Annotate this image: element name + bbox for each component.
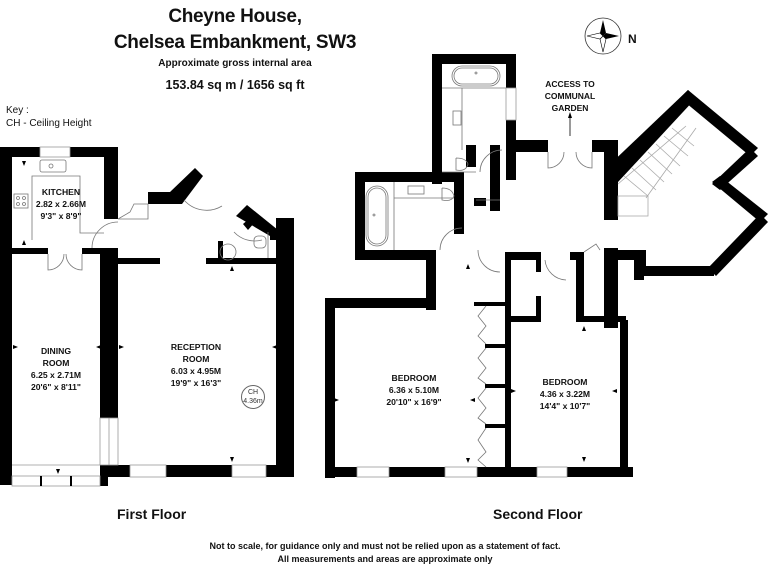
- key-item-ceiling-height: CH - Ceiling Height: [6, 118, 92, 129]
- second-floor-windows: [356, 87, 568, 478]
- room-label-reception-room: RECEPTION ROOM 6.03 x 4.95M 19'9" x 16'3…: [171, 341, 221, 389]
- ceiling-height-value: 4.36m: [243, 398, 263, 405]
- area-subtitle: Approximate gross internal area: [158, 58, 312, 69]
- disclaimer-line2: All measurements and areas are approxima…: [277, 554, 493, 564]
- key-heading: Key :: [6, 105, 29, 116]
- first-floor-walls: [0, 147, 294, 486]
- disclaimer: Not to scale, for guidance only and must…: [150, 540, 620, 566]
- room-label-dining-room: DINING ROOM 6.25 x 2.71M 20'6" x 8'11": [31, 345, 81, 393]
- room-size-imperial: 19'9" x 16'3": [170, 378, 222, 388]
- room-size-metric: 4.36 x 3.22M: [539, 389, 591, 399]
- second-floor-fixtures: [365, 65, 697, 468]
- room-size-metric: 6.25 x 2.71M: [30, 370, 82, 380]
- room-name: DINING: [40, 346, 72, 356]
- first-floor-fixtures: [13, 159, 269, 271]
- first-floor-windows: [11, 146, 267, 487]
- room-size-imperial: 20'6" x 8'11": [30, 382, 81, 392]
- ceiling-height-label: CH: [247, 389, 259, 396]
- room-size-metric: 6.03 x 4.95M: [170, 366, 222, 376]
- room-name-line2: ROOM: [42, 358, 70, 368]
- property-title-line1: Cheyne House,: [168, 6, 302, 27]
- dimension-arrows: [13, 112, 617, 474]
- north-label: N: [628, 32, 637, 46]
- room-size-imperial: 14'4" x 10'7": [539, 401, 591, 411]
- access-note-line1: ACCESS TO: [545, 79, 595, 89]
- room-name: BEDROOM: [542, 377, 588, 387]
- room-size-imperial: 20'10" x 16'9": [386, 397, 442, 407]
- room-name: KITCHEN: [41, 187, 81, 197]
- access-note-line2: COMMUNAL: [544, 91, 596, 101]
- room-size-metric: 2.82 x 2.66M: [35, 199, 87, 209]
- room-name: RECEPTION: [170, 342, 222, 352]
- second-floor-walls: [325, 54, 768, 478]
- room-name-line2: ROOM: [182, 354, 210, 364]
- compass-rose-icon: [584, 17, 622, 55]
- gross-area: 153.84 sq m / 1656 sq ft: [165, 78, 305, 92]
- room-label-bedroom-2: BEDROOM 4.36 x 3.22M 14'4" x 10'7": [540, 376, 590, 412]
- ceiling-height-badge: CH 4.36m: [241, 385, 265, 409]
- room-label-kitchen: KITCHEN 2.82 x 2.66M 9'3" x 8'9": [36, 186, 86, 222]
- property-title-line2: Chelsea Embankment, SW3: [113, 32, 357, 53]
- second-floor-label: Second Floor: [493, 506, 583, 522]
- room-name: BEDROOM: [391, 373, 437, 383]
- access-communal-garden-note: ACCESS TO COMMUNAL GARDEN: [530, 78, 610, 114]
- key-legend: Key : CH - Ceiling Height: [6, 104, 92, 130]
- room-size-metric: 6.36 x 5.10M: [388, 385, 440, 395]
- room-label-bedroom-1: BEDROOM 6.36 x 5.10M 20'10" x 16'9": [386, 372, 441, 408]
- room-size-imperial: 9'3" x 8'9": [40, 211, 82, 221]
- disclaimer-line1: Not to scale, for guidance only and must…: [209, 541, 561, 551]
- access-note-line3: GARDEN: [551, 103, 589, 113]
- first-floor-label: First Floor: [117, 506, 187, 522]
